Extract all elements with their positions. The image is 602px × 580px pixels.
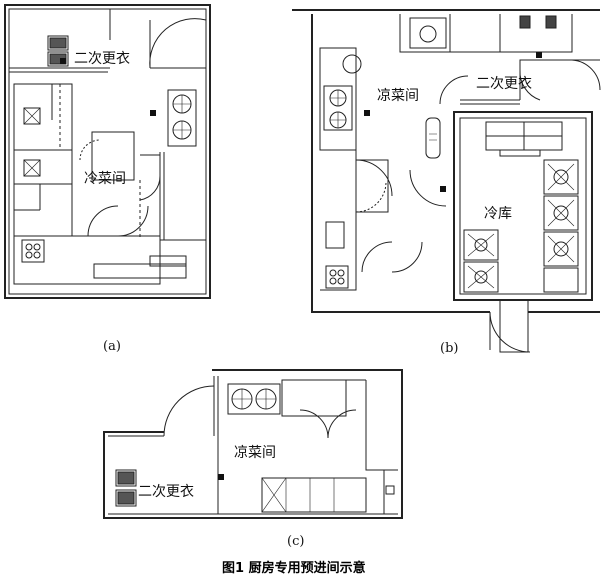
panel-a-outer-walls [4,4,211,299]
panel-c-outer-walls [103,369,403,519]
panel-b-outer-walls [292,9,600,313]
panel-c-inner-walls [108,376,398,515]
panel-a-room-cold-dish: 冷菜间 [84,171,126,187]
panel-a-right-walls [139,152,206,241]
panel-c-bottom-counter [261,477,395,513]
panel-a-label: (a) [103,339,121,354]
panel-a-plan [4,4,211,299]
panel-a-bottom-counter [13,235,187,285]
panel-a-work-table [91,131,135,181]
panel-a-interior-walls [13,83,73,237]
panel-b-marker-2 [536,52,542,58]
panel-b-room-changing: 二次更衣 [476,76,532,92]
panel-b-room-cold-dish: 凉菜间 [377,88,419,104]
panel-c-plan [103,369,403,519]
panel-a-marker [150,110,156,116]
panel-b-storage-racks-left [463,229,499,293]
panel-a-door-swing [149,18,207,69]
panel-b-cold-storage [453,111,593,301]
panel-b-marker-3 [440,186,446,192]
panel-c-lockers [115,469,137,507]
panel-c-label: (c) [287,534,304,549]
panel-c-room-changing: 二次更衣 [138,484,194,500]
panel-c-stove-icon [227,383,281,415]
panel-b-storage-racks-right [543,159,579,293]
panel-b-plan [292,9,601,353]
figure-caption: 图1 厨房专用预进间示意 [222,560,366,576]
panel-c-marker [218,474,224,480]
panel-b-marker [364,110,370,116]
panel-b-label: (b) [440,341,458,356]
panel-b-left-fixtures [319,47,389,291]
panel-b-room-cold-storage: 冷库 [484,206,512,222]
panel-a-stove-icon [167,89,197,147]
panel-a-changing-room-walls [9,9,206,73]
panel-b-sink [425,117,441,159]
panel-a-lockers [47,35,69,67]
panel-a-marker-2 [60,58,66,64]
panel-b-changing-walls [439,59,601,105]
panel-c-room-cold-dish: 凉菜间 [234,445,276,461]
panel-a-room-changing: 二次更衣 [74,51,130,67]
panel-b-top-fixtures [399,14,573,53]
